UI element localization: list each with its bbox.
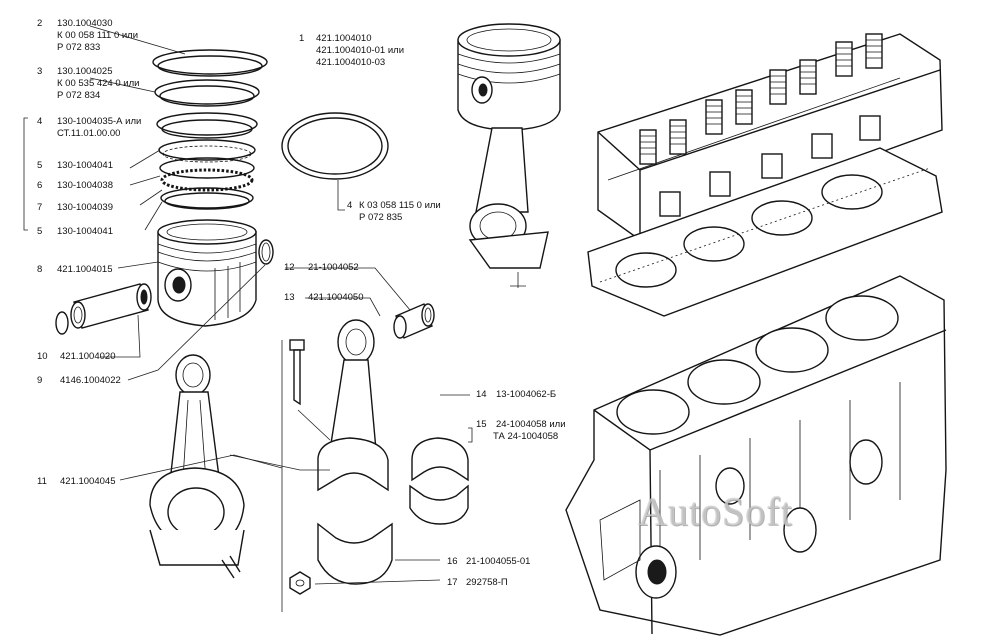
callout-5b-line-1: 130-1004041 [57, 226, 113, 237]
callout-11-line-1: 421.1004045 [60, 476, 116, 487]
piston-with-rod-assembled [457, 23, 561, 288]
callout-15-number: 15 [476, 419, 487, 430]
callout-4b-number: 4 [347, 200, 353, 211]
callout-9-line-1: 4146.1004022 [60, 375, 121, 386]
callout-4-number: 4 [37, 116, 43, 127]
callout-17-number: 17 [447, 577, 458, 588]
valve-springs [639, 33, 883, 165]
callout-12-number: 12 [284, 262, 295, 273]
callout-16-line-1: 21-1004055-01 [466, 556, 531, 567]
rod-nut [289, 571, 311, 595]
callout-6-line-1: 130-1004038 [57, 180, 113, 191]
callout-2-line-3: Р 072 833 [57, 42, 101, 53]
callout-10-line-1: 421.1004020 [60, 351, 116, 362]
piston-pin-snap-ring-left [55, 311, 69, 335]
rod-bolt [289, 339, 305, 406]
leader-lines [23, 25, 473, 612]
piston-pin-snap-ring-right [258, 239, 274, 265]
callout-14-number: 14 [476, 389, 487, 400]
callout-2-number: 2 [37, 18, 43, 29]
piston-rings-stack [152, 49, 268, 210]
callout-5a-line-1: 130-1004041 [57, 160, 113, 171]
callout-4-line-1: 130-1004035-А или [57, 116, 142, 127]
callout-1-number: 1 [299, 33, 305, 44]
piston-left [157, 219, 257, 327]
callout-17-line-1: 292758-П [466, 577, 508, 588]
callout-4b-line-2: Р 072 835 [359, 212, 403, 223]
callout-14-line-1: 13-1004062-Б [496, 389, 557, 400]
callout-15-line-1: 24-1004058 или [496, 419, 566, 430]
callout-5b-number: 5 [37, 226, 43, 237]
callout-5a-number: 5 [37, 160, 43, 171]
callout-4-line-2: СТ.11.01.00.00 [57, 128, 121, 139]
callout-11-number: 11 [37, 476, 47, 487]
callout-3-number: 3 [37, 66, 43, 77]
callout-4b-line-1: К 03 058 115 0 или [359, 200, 441, 211]
callout-15-line-2: ТА 24-1004058 [493, 431, 559, 442]
callout-9-number: 9 [37, 375, 43, 386]
cylinder-block [565, 275, 947, 636]
callout-10-number: 10 [37, 351, 48, 362]
small-end-bushing [393, 303, 435, 339]
callout-12-line-1: 21-1004052 [308, 262, 359, 273]
callout-3-line-1: 130.1004025 [57, 66, 113, 77]
callout-7-line-1: 130-1004039 [57, 202, 113, 213]
callout-8-line-1: 421.1004015 [57, 264, 113, 275]
connecting-rod-left [149, 354, 245, 579]
callout-6-number: 6 [37, 180, 43, 191]
piston-pin [70, 283, 152, 329]
watermark: AutoSoft [638, 489, 793, 534]
callout-1-line-3: 421.1004010-03 [316, 57, 386, 68]
callout-3-line-2: К 00 535 424 0 или [57, 78, 140, 89]
callout-2-line-2: К 00 058 111 0 или [57, 30, 139, 41]
connecting-rod-exploded [317, 319, 393, 585]
callout-7-number: 7 [37, 202, 43, 213]
callout-8-number: 8 [37, 264, 43, 275]
callout-13-number: 13 [284, 292, 295, 303]
callout-2-line-1: 130.1004030 [57, 18, 113, 29]
callout-3-line-3: Р 072 834 [57, 90, 101, 101]
callout-1-line-1: 421.1004010 [316, 33, 372, 44]
callout-16-number: 16 [447, 556, 458, 567]
cylinder-head [597, 33, 943, 241]
callout-1-line-2: 421.1004010-01 или [316, 45, 405, 56]
callout-13-line-1: 421.1004050 [308, 292, 364, 303]
piston-ring-single [281, 112, 389, 180]
bearing-shells [409, 437, 469, 525]
cylinder-head-gasket [587, 147, 943, 317]
